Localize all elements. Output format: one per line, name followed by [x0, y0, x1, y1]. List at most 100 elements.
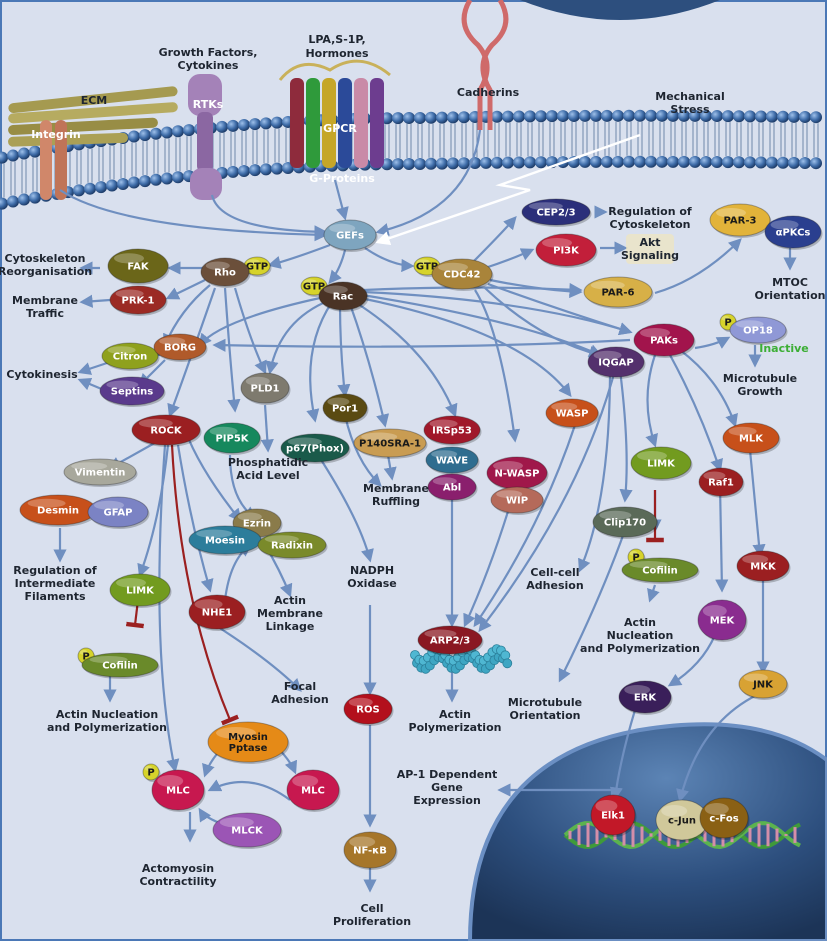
- node-p67phox: p67(Phox): [280, 433, 351, 464]
- node-citron-shape: [101, 342, 159, 370]
- node-mlc-phospho-shape: [142, 763, 160, 781]
- node-p67phox-highlight: [287, 437, 322, 446]
- node-myosin-pptase-highlight: [216, 727, 256, 739]
- node-mkk-shape: [736, 550, 790, 582]
- node-wave: WAVE: [425, 446, 480, 475]
- membrane-bead: [667, 109, 679, 122]
- node-arp23-shape: [417, 625, 483, 655]
- label-cadherins: Cadherins: [457, 86, 520, 99]
- node-paks-label: PAKs: [650, 336, 678, 347]
- node-cjun-highlight: [661, 805, 688, 817]
- node-pld1-highlight: [245, 376, 270, 386]
- membrane-bead: [634, 109, 646, 122]
- label-cytokinesis: Cytokinesis: [6, 368, 78, 381]
- node-apkcs: αPKCs: [764, 215, 823, 250]
- node-gtp-rho-label: GTP: [246, 262, 268, 273]
- node-desmin-label: Desmin: [37, 506, 79, 517]
- edge-paks-borg: [212, 338, 631, 352]
- node-mlc-phospho: P: [142, 763, 161, 782]
- node-wip: WIP: [490, 486, 545, 515]
- membrane-bead: [634, 155, 646, 168]
- edge-clip170-microtub: [558, 529, 627, 683]
- node-gfap: GFAP: [87, 496, 150, 529]
- node-nfkb-label: NF-κB: [353, 846, 387, 857]
- node-rac-highlight: [323, 285, 348, 294]
- node-moesin-label: Moesin: [205, 536, 245, 547]
- node-irsp53-shape: [423, 415, 481, 445]
- node-jnk-shape: [738, 669, 788, 699]
- membrane-bead: [810, 111, 822, 124]
- edge-rac-iqgap: [361, 293, 603, 357]
- node-nwasp: N-WASP: [486, 456, 549, 491]
- membrane-bead: [392, 112, 404, 125]
- node-iqgap-label: IQGAP: [598, 358, 634, 369]
- node-citron-highlight: [107, 346, 136, 355]
- membrane-bead: [711, 156, 723, 169]
- node-erk-label: ERK: [634, 693, 658, 704]
- membrane-bead: [458, 111, 470, 124]
- membrane-bead: [777, 156, 789, 169]
- edge-gefs-cdc42: [364, 247, 415, 273]
- node-wasp-highlight: [551, 402, 578, 411]
- membrane-bead: [29, 191, 41, 204]
- node-elk1: Elk1: [590, 794, 637, 837]
- edge-paks-mlk: [679, 349, 738, 428]
- node-p140sra1: P140SRA-1: [353, 428, 428, 459]
- membrane-bead: [95, 181, 107, 194]
- node-cofilin-right-phospho-label: P: [632, 553, 639, 564]
- node-wip-shape: [490, 486, 544, 514]
- label-integrin: Integrin: [31, 128, 81, 141]
- node-ezrin-label: Ezrin: [243, 519, 271, 530]
- node-citron-label: Citron: [113, 352, 147, 363]
- edge-rac-p140: [348, 303, 390, 428]
- node-op18-label: OP18: [743, 326, 773, 337]
- node-pld1: PLD1: [240, 372, 291, 405]
- edge-pld1-pa: [260, 404, 274, 453]
- membrane-bead: [733, 110, 745, 123]
- edge-rtk-gefs: [210, 194, 328, 239]
- node-gfap-highlight: [94, 500, 124, 510]
- edge-cdc42-paks: [487, 282, 633, 336]
- membrane-bead: [128, 176, 140, 189]
- node-gefs: GEFs: [323, 219, 378, 252]
- node-raf1-label: Raf1: [708, 478, 734, 489]
- label-growth-factors: Growth Factors,Cytokines: [159, 46, 258, 72]
- node-arp23-label: ARP2/3: [430, 636, 470, 647]
- node-pld1-label: PLD1: [251, 384, 280, 395]
- node-arp23: ARP2/3: [417, 625, 484, 656]
- membrane-bead: [700, 109, 712, 122]
- membrane-bead: [755, 110, 767, 123]
- membrane-bead: [106, 179, 118, 192]
- node-pi3k-highlight: [542, 238, 572, 248]
- membrane-bead: [788, 110, 800, 123]
- node-fak-label: FAK: [127, 262, 149, 273]
- node-p67phox-label: p67(Phox): [286, 444, 344, 455]
- node-prk1-label: PRK-1: [121, 296, 154, 307]
- edge-cofilinr-actin: [647, 584, 660, 603]
- node-cofilin-left-phospho-label: P: [82, 652, 89, 663]
- edge-rac-irsp53: [354, 301, 458, 418]
- ecm-fibers: [8, 86, 178, 147]
- membrane-bead: [667, 155, 679, 168]
- node-abl-highlight: [432, 477, 457, 486]
- membrane-bead: [447, 157, 459, 170]
- edge-iqgap-clip170: [618, 369, 633, 503]
- node-septins-label: Septins: [111, 387, 153, 398]
- node-mlck: MLCK: [212, 812, 283, 849]
- node-clip170-highlight: [599, 510, 632, 520]
- inhibit-rock-pptase: [170, 444, 239, 726]
- membrane-bead: [227, 119, 239, 132]
- node-irsp53-highlight: [429, 419, 458, 428]
- node-por1-shape: [322, 393, 368, 423]
- membrane-bead: [722, 110, 734, 123]
- node-borg-highlight: [159, 337, 186, 346]
- node-cfos-shape: [699, 797, 749, 839]
- node-moesin: Moesin: [188, 525, 263, 556]
- membrane-bead: [458, 157, 470, 170]
- node-pi3k: PI3K: [535, 233, 598, 268]
- membrane-bead: [491, 156, 503, 169]
